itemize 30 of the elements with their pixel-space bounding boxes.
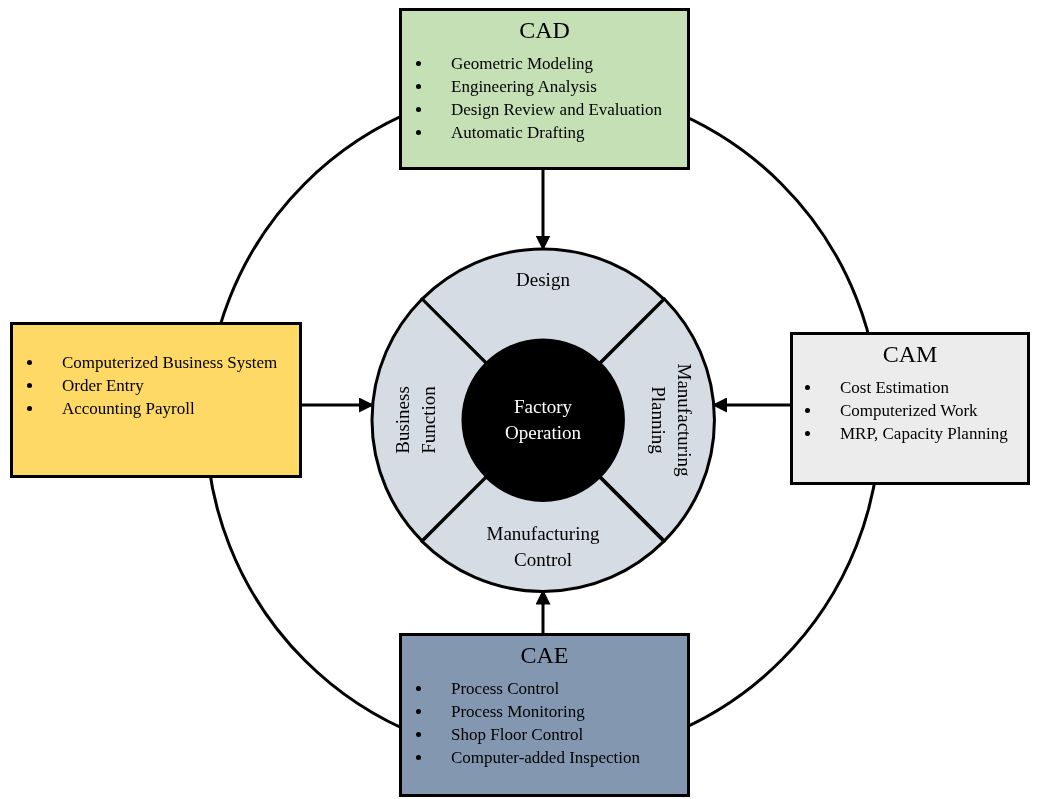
list-item: Process Control: [416, 677, 687, 700]
sector-label: Business Function: [390, 385, 440, 456]
list-item: Order Entry: [27, 374, 299, 397]
list-item: Automatic Drafting: [416, 121, 687, 144]
process-box: [399, 633, 690, 797]
process-box: [399, 8, 690, 170]
sector-label: Manufacturing Control: [485, 522, 601, 573]
arrow: [535, 170, 551, 251]
list-item: Engineering Analysis: [416, 75, 687, 98]
arrow: [712, 397, 790, 413]
box-heading: CAE: [519, 642, 570, 669]
arrow: [302, 397, 374, 413]
list-item: Cost Estimation: [805, 376, 1027, 399]
arrow: [535, 589, 551, 633]
box-heading: CAM: [881, 341, 939, 368]
list-item: Computerized Business System: [27, 351, 299, 374]
process-box: [790, 332, 1030, 485]
list-item: MRP, Capacity Planning: [805, 422, 1027, 445]
list-item: Process Monitoring: [416, 700, 687, 723]
center-label: Factory Operation: [504, 395, 582, 445]
list-item: Geometric Modeling: [416, 52, 687, 75]
list-item: Computer-added Inspection: [416, 746, 687, 769]
list-item: Shop Floor Control: [416, 723, 687, 746]
process-box: [10, 322, 302, 478]
list-item: Accounting Payroll: [27, 397, 299, 420]
list-item: Computerized Work: [805, 399, 1027, 422]
sector-label: Manufacturing Planning: [646, 362, 696, 479]
box-heading: CAD: [518, 17, 571, 44]
sector-label: Design: [515, 267, 571, 292]
list-item: Design Review and Evaluation: [416, 98, 687, 121]
